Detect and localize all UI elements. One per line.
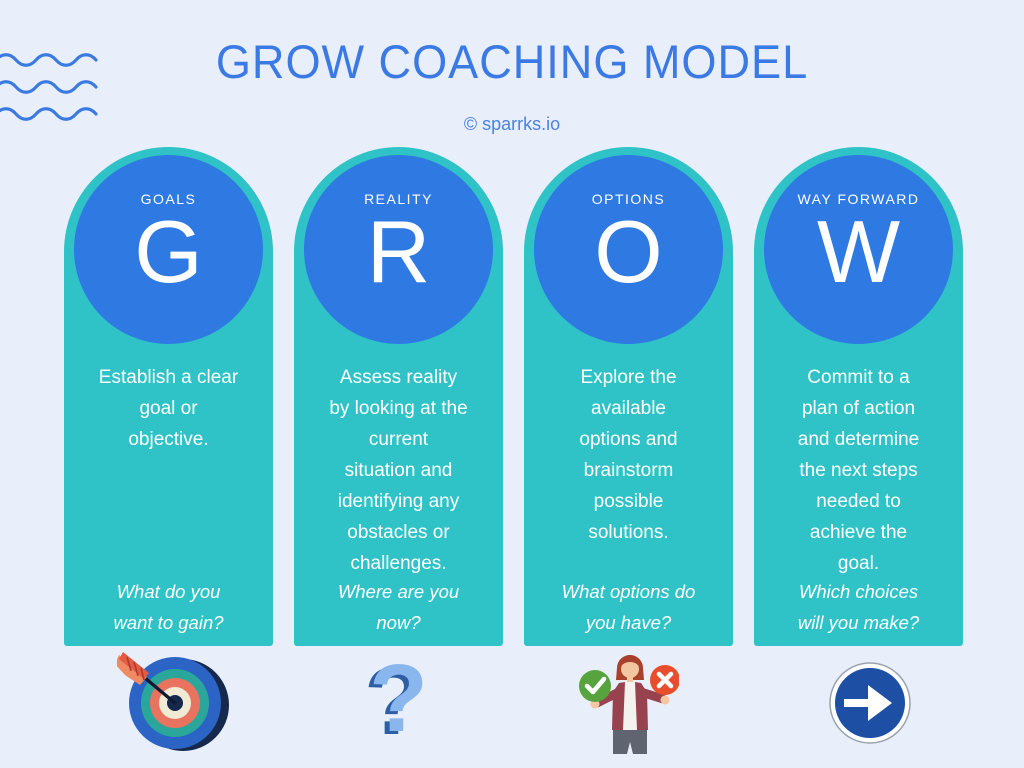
goals-description: Establish a clear goal or objective. [98,367,239,450]
arrow-sign-icon [828,662,911,744]
way-forward-description: Commit to a plan of action and determine… [797,367,920,574]
reality-description: Assess reality by looking at the current… [329,367,468,574]
goals-question: What do you want to gain? [113,581,224,633]
way-forward-label: WAY FORWARD [797,191,920,207]
credit-line: © sparrks.io [463,114,561,134]
way-forward-icon-cell [754,648,963,758]
way-forward-question: Which choices will you make? [797,581,920,633]
goals-label: GOALS [140,191,197,207]
reality-circle: REALITY R [304,155,493,344]
dartboard-target-icon [116,652,229,751]
column-way-forward: WAY FORWARD W Commit to a plan of action… [754,147,963,646]
column-reality: REALITY R Assess reality by looking at t… [294,147,503,646]
goals-circle: GOALS G [74,155,263,344]
options-label: OPTIONS [591,191,666,207]
options-question: What options do you have? [561,581,696,633]
reality-icon-cell: ? [294,648,503,758]
goals-icon-cell [64,648,273,758]
goals-letter: G [134,202,203,301]
reality-question: Where are you now? [337,581,460,633]
icons-row: ? [64,648,963,758]
column-goals: GOALS G Establish a clear goal or object… [64,147,273,646]
question-mark-icon: ? [369,645,428,752]
options-circle: OPTIONS O [534,155,723,344]
column-options: OPTIONS O Explore the available options … [524,147,733,646]
options-letter: O [594,202,663,301]
reality-letter: R [366,202,431,301]
options-icon-cell [524,648,733,758]
reality-label: REALITY [364,191,433,207]
choice-person-icon [578,655,679,754]
page-title: GROW COACHING MODEL [215,35,809,88]
way-forward-circle: WAY FORWARD W [764,155,953,344]
options-description: Explore the available options and brains… [579,367,678,543]
arrow-fletching [116,652,149,685]
columns-row: GOALS G Establish a clear goal or object… [64,147,963,646]
way-forward-letter: W [816,202,901,301]
